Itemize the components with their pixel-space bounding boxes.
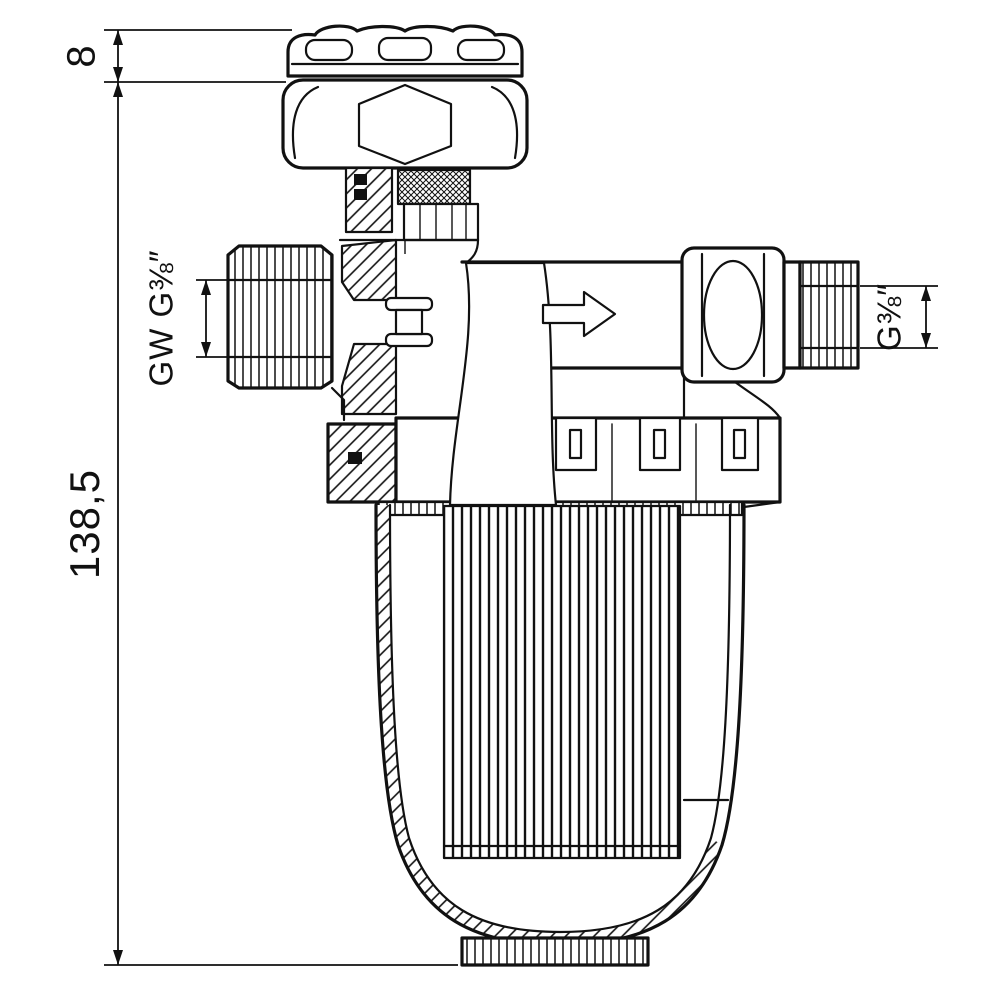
dimension-right-port: G⅜″: [860, 283, 938, 351]
dim-arrow-up-icon: [921, 286, 931, 301]
bowl-section-hatch: [376, 505, 722, 945]
seal-block: [348, 452, 362, 464]
dim-arrow-up-icon: [113, 82, 123, 97]
bowl-foot: [460, 936, 650, 967]
dim-arrow-down-icon: [113, 950, 123, 965]
filter-bowl: [374, 503, 746, 967]
dimension-knob-height: 8: [60, 29, 292, 83]
dim-arrow-down-icon: [201, 342, 211, 357]
seal-block: [354, 174, 367, 185]
dim-label-knob-height: 8: [60, 44, 104, 67]
dimension-left-port: GW G⅜″: [143, 250, 234, 387]
dim-label-overall-height: 138,5: [61, 469, 108, 579]
flow-direction-arrow-icon: [541, 290, 617, 338]
seal-block: [354, 189, 367, 200]
valve-stem: [344, 166, 480, 242]
valve-seat-ring: [384, 332, 434, 348]
dim-label-right-port: G⅜″: [871, 283, 908, 351]
dim-arrow-down-icon: [113, 67, 123, 82]
dim-arrow-up-icon: [201, 280, 211, 295]
handwheel: [281, 24, 529, 170]
valve-seat-ring: [384, 296, 434, 312]
dim-label-left-port: GW G⅜″: [143, 250, 180, 387]
inlet-port: [226, 244, 334, 390]
dim-arrow-down-icon: [921, 333, 931, 348]
valve-body: [330, 238, 480, 422]
dimension-overall-height: 138,5: [61, 82, 458, 966]
union-nut: [680, 246, 786, 384]
head-ribs: [539, 416, 760, 501]
cutaway-flow-band: [448, 261, 558, 507]
dim-arrow-up-icon: [113, 30, 123, 45]
outlet-nipple: [782, 260, 860, 370]
filter-element: [442, 504, 730, 860]
